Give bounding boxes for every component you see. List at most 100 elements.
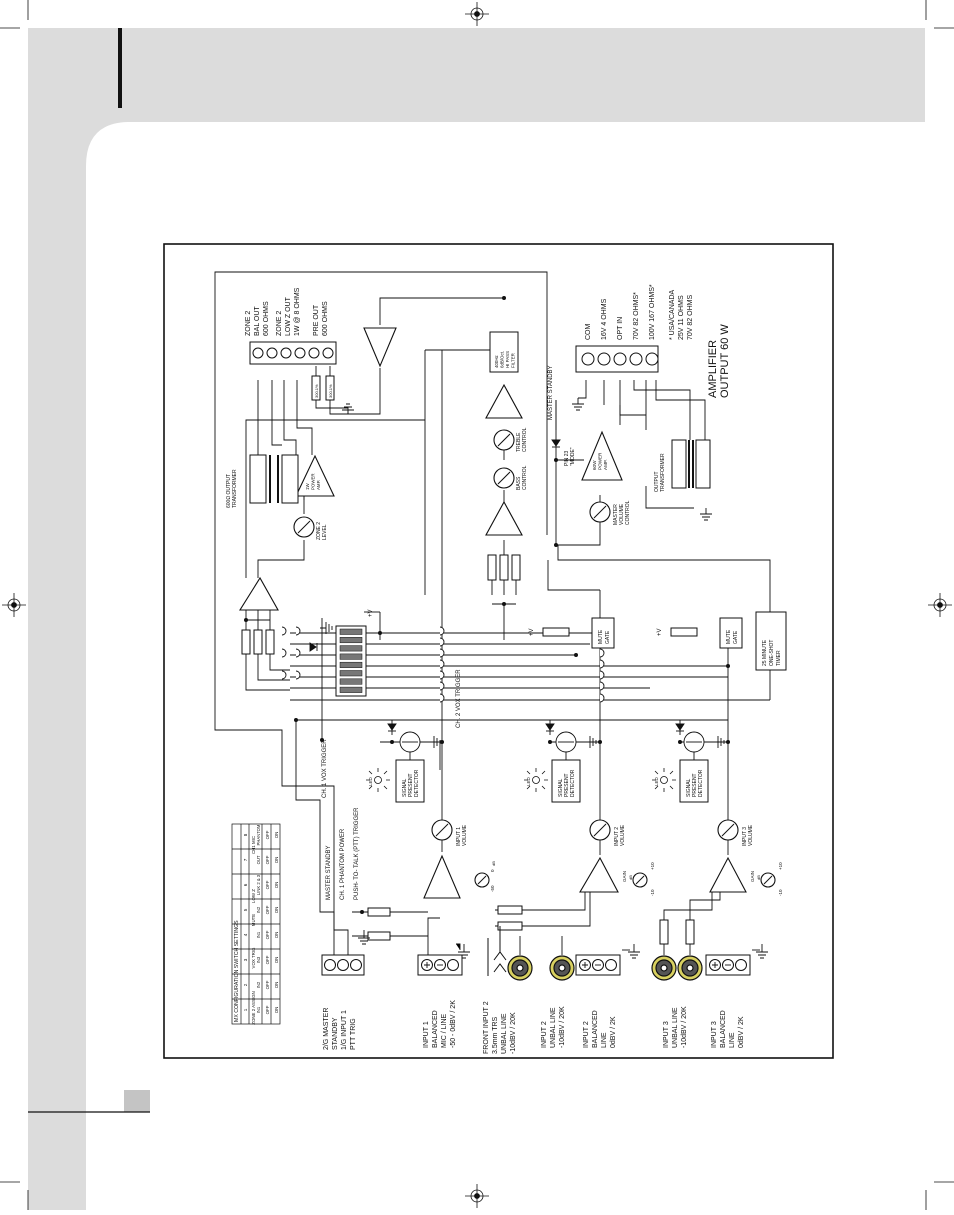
gain1-range-label: -50 <box>490 885 495 892</box>
config-table-number: 2 <box>243 983 248 986</box>
input1-gain-opamp <box>423 854 461 899</box>
input-label-input1: -50 - 0dBV / 2K <box>450 1000 457 1048</box>
signal-detector-label: DETECTOR <box>414 769 420 797</box>
config-table-sub: PHANTOM <box>256 824 261 845</box>
hi-pass-filter-box <box>489 331 519 373</box>
treble-label: CONTROL <box>522 427 528 452</box>
transformer-600-label: TRANSFORMER <box>232 469 238 508</box>
trs-jack-symbol <box>487 926 507 976</box>
terminal-block-master <box>321 954 365 976</box>
vplus-label: +V <box>529 628 535 636</box>
timer-label: TIMER <box>776 650 782 666</box>
bass-label: BASS <box>516 476 522 490</box>
zone2-amp-label: POWER <box>311 473 316 490</box>
config-table-header: MUTE <box>251 914 256 927</box>
dip-switch-slot <box>339 670 363 677</box>
config-table-on: ON <box>274 882 279 889</box>
input-label-input3-unbal: UNBAL LINE <box>672 1007 679 1048</box>
dip-switch-slot <box>339 637 363 644</box>
output-transformer-label: TRANSFORMER <box>660 453 666 492</box>
input2-volume-label: VOLUME <box>620 824 626 846</box>
registration-mark-top <box>465 2 489 26</box>
config-table-header: ZONE 2 ASSIGN <box>251 991 256 1024</box>
dip-switch-slot <box>339 628 363 635</box>
gain-label: GAIN <box>622 871 627 882</box>
zone2-low-z-label: ZONE 2 <box>276 311 283 336</box>
input3-gain-opamp <box>709 856 747 893</box>
signal-detector-label: PRESENT <box>408 773 414 797</box>
input-label-input2-unbal: INPUT 2 <box>541 1021 548 1048</box>
filter-label: HI PASS <box>505 351 510 368</box>
input-label-input2-bal: LINE <box>601 1032 608 1048</box>
dip-switch-slot <box>339 678 363 685</box>
diodes <box>309 439 685 732</box>
led-label: LED <box>654 776 659 786</box>
gain-db-label: dB <box>628 875 633 880</box>
config-table-on: ON <box>274 832 279 839</box>
ground-symbols <box>320 398 768 959</box>
config-table-sub: LINK 2 & 3 <box>256 874 261 895</box>
zone2-1w-power-amp <box>295 454 335 497</box>
power-amp-label: 60W <box>592 460 597 470</box>
amplifier-note-label: * USA/CANADA <box>669 289 676 340</box>
input-label-input3-bal: BALANCED <box>720 1010 727 1048</box>
gain-db-label: dB <box>491 861 496 866</box>
config-table-sub: IN1 <box>256 1006 261 1013</box>
amplifier-note-label: 25V 11 OHMS <box>678 295 685 340</box>
input-label-input3-bal: 0dBV / 2K <box>738 1016 745 1048</box>
amplifier-note-label: 70V 82 OHMS <box>687 295 694 340</box>
gain1-range-label: 0 <box>490 869 495 872</box>
config-table-off: OFF <box>265 930 270 939</box>
footer-page-tab <box>124 1090 150 1112</box>
config-table-off: OFF <box>265 980 270 989</box>
filter-label: 6dB/Oct. <box>500 351 505 368</box>
output-transformer-label: OUTPUT <box>654 471 660 492</box>
config-table-number: 1 <box>243 1008 248 1011</box>
config-table-off: OFF <box>265 855 270 864</box>
zone2-terminal-strip <box>249 341 337 365</box>
timer-box <box>755 611 787 671</box>
label-ch2-vox: CH. 2 VOX TRIGGER <box>456 669 462 728</box>
registration-mark-right <box>928 593 952 617</box>
resistor-label: 300.1% <box>314 384 319 398</box>
resistors <box>241 375 698 945</box>
config-table-on: ON <box>274 907 279 914</box>
amplifier-title-label: AMPLIFIER <box>707 340 719 398</box>
zone2-level-label: ZONE 2 <box>316 522 322 540</box>
config-table-grid <box>231 823 281 1025</box>
filter-label: FILTER <box>511 353 516 368</box>
gain-label: GAIN <box>750 871 755 882</box>
terminal-glyphs <box>424 962 731 968</box>
config-table-on: ON <box>274 982 279 989</box>
transformer-600-label: 600Ω OUTPUT <box>226 474 232 508</box>
input-label-master-standby: 2/G MASTER <box>323 1008 330 1050</box>
input-label-master-standby: STANDBY <box>332 1017 339 1050</box>
signal-detector-label: DETECTOR <box>570 769 576 797</box>
mute-gate-label: MUTE <box>598 629 604 644</box>
signal-detector-label: SIGNAL <box>686 778 692 797</box>
timer-label: ONE-SHOT <box>769 640 775 666</box>
mute-gate-label: GATE <box>733 630 739 644</box>
zone2-buffer-amp <box>239 576 279 611</box>
rca-jacks <box>507 955 703 981</box>
led-label: LED <box>526 776 531 786</box>
zone2-level-label: LEVEL <box>322 524 328 540</box>
input-label-input1: INPUT 1 <box>423 1021 430 1048</box>
config-table-title: MX CONFIGURATION SWITCH SETTINGS <box>234 920 240 1022</box>
config-table-on: ON <box>274 1007 279 1014</box>
config-table-off: OFF <box>265 955 270 964</box>
pre-out-buffer-amp <box>363 327 397 368</box>
config-table-number: 7 <box>243 858 248 861</box>
master-volume-label: VOLUME <box>619 503 625 525</box>
config-table-header: CH1 MIC <box>251 836 256 854</box>
mute-gate-box-1 <box>591 617 615 649</box>
input-label-input1: BALANCED <box>432 1010 439 1048</box>
config-table-number: 4 <box>243 933 248 936</box>
amplifier-tap-label: 16V 4 OHMS <box>601 298 608 340</box>
vplus-label: +V <box>657 628 663 636</box>
input1-volume-label: INPUT 1 <box>456 827 462 846</box>
zone2-low-z-label: LOW Z OUT <box>285 296 292 336</box>
input-label-master-standby: PTT TRIG <box>350 1018 357 1050</box>
registration-mark-bottom <box>465 1184 489 1208</box>
